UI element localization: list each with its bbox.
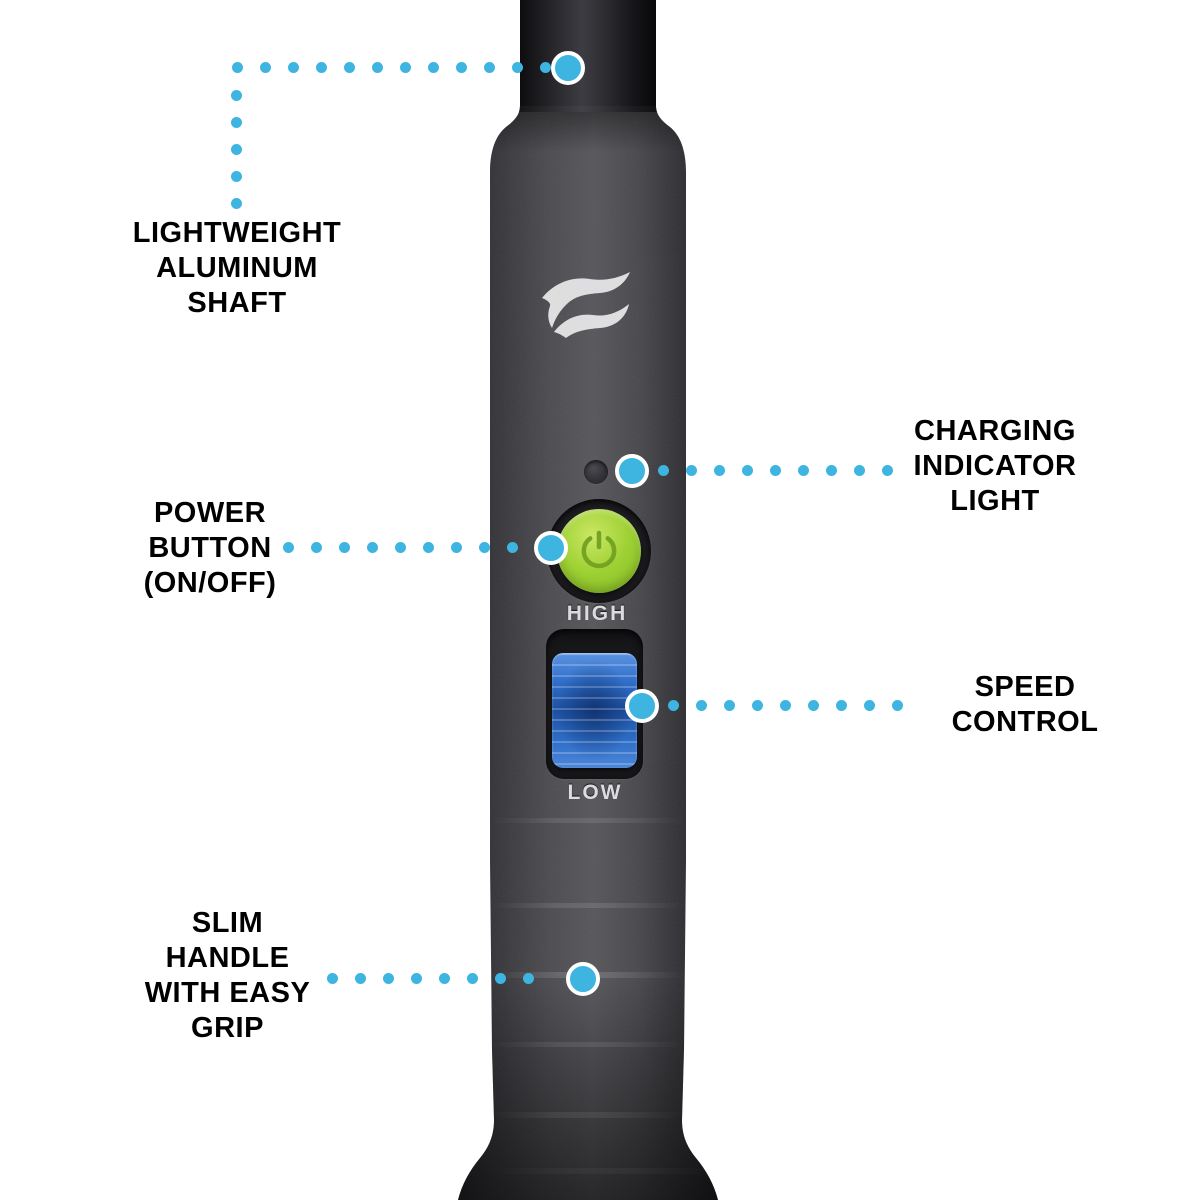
speed-slider-thumb[interactable] [552, 653, 637, 768]
speed-low-label: LOW [567, 781, 623, 804]
charging-leader-line [658, 465, 893, 476]
grip-leader-line [327, 973, 534, 984]
shaft-marker-dot [551, 51, 585, 85]
grip-marker-dot [566, 962, 600, 996]
speed-leader-line [668, 700, 903, 711]
power-icon [581, 530, 617, 569]
brand-logo-icon [542, 272, 630, 338]
shaft-leader-line-horizontal [232, 62, 551, 73]
shaft-callout-label: LIGHTWEIGHT ALUMINUM SHAFT [132, 217, 342, 319]
speed-marker-dot [625, 689, 659, 723]
power-button[interactable] [557, 509, 641, 593]
grip-callout-label: SLIM HANDLE WITH EASY GRIP [144, 907, 311, 1044]
speed-callout-label: SPEED CONTROL [951, 671, 1099, 738]
charging-marker-dot [615, 454, 649, 488]
power-leader-line [283, 542, 518, 553]
speed-high-label: HIGH [566, 602, 628, 625]
charging-indicator-led [584, 460, 608, 484]
power-marker-dot [534, 531, 568, 565]
shaft-leader-line-vertical [231, 90, 242, 209]
device-photo [458, 0, 718, 1200]
power-callout-label: POWER BUTTON (ON/OFF) [143, 497, 277, 599]
charging-callout-label: CHARGING INDICATOR LIGHT [913, 415, 1077, 517]
